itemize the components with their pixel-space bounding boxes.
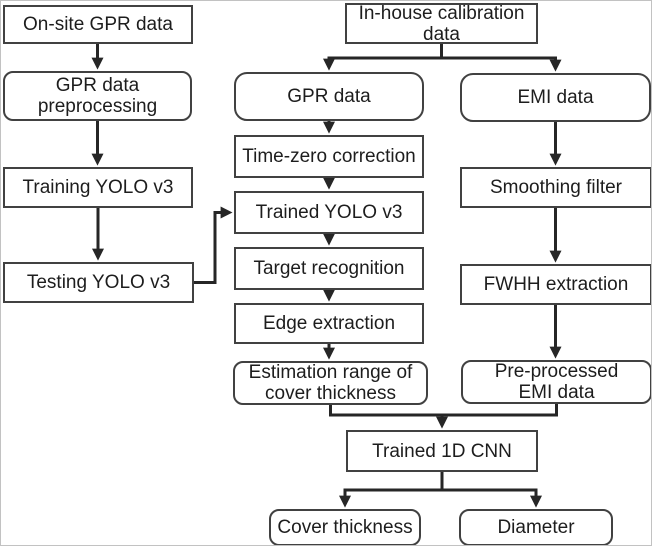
node-time-zero-correction: Time-zero correction bbox=[234, 135, 424, 178]
node-gpr-data: GPR data bbox=[234, 72, 424, 121]
edge-testing-to-trained-yolo bbox=[194, 206, 233, 284]
node-preprocessed-emi-data: Pre-processed EMI data bbox=[461, 360, 651, 404]
node-emi-data: EMI data bbox=[460, 73, 651, 122]
node-trained-yolo-v3: Trained YOLO v3 bbox=[234, 191, 424, 234]
node-smoothing-filter: Smoothing filter bbox=[460, 167, 651, 208]
node-inhouse-calibration-data: In-house calibration data bbox=[345, 3, 538, 45]
node-fwhh-extraction: FWHH extraction bbox=[460, 264, 651, 305]
node-training-yolo-v3: Training YOLO v3 bbox=[3, 167, 193, 208]
node-onsite-gpr-data: On-site GPR data bbox=[3, 5, 193, 44]
edge-merge-bar bbox=[329, 404, 558, 417]
node-cover-thickness: Cover thickness bbox=[269, 509, 421, 545]
node-estimation-range: Estimation range of cover thickness bbox=[233, 361, 428, 405]
node-target-recognition: Target recognition bbox=[234, 247, 424, 290]
node-gpr-data-preprocessing: GPR data preprocessing bbox=[3, 71, 192, 121]
node-diameter: Diameter bbox=[459, 509, 613, 545]
node-edge-extraction: Edge extraction bbox=[234, 303, 424, 344]
node-testing-yolo-v3: Testing YOLO v3 bbox=[3, 262, 194, 303]
node-trained-1d-cnn: Trained 1D CNN bbox=[346, 430, 538, 472]
